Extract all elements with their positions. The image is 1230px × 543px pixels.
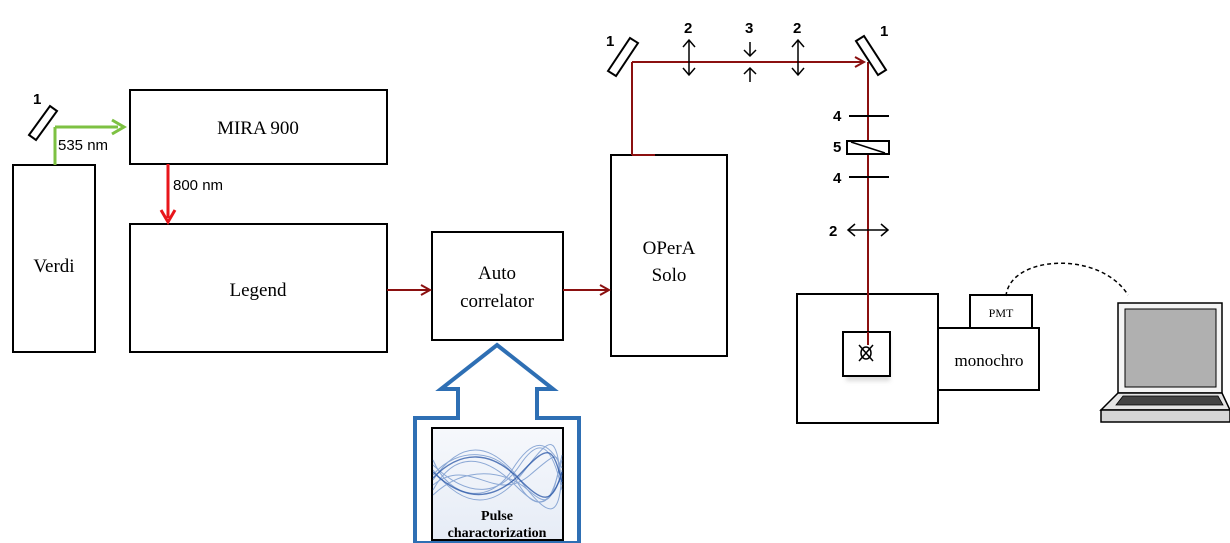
- verdi-label: Verdi: [33, 256, 74, 277]
- legend-label: Legend: [230, 280, 287, 301]
- pulse-label-line2: charactorization: [448, 526, 547, 541]
- green-beam: [53, 118, 127, 165]
- legend-box: Legend: [129, 223, 388, 353]
- pulse-label-line1: Pulse: [481, 509, 513, 524]
- pmt-to-laptop-cable: [1005, 262, 1129, 297]
- pulse-wave-image: [432, 444, 563, 510]
- sample-holder: [842, 331, 891, 381]
- monochro-label: monochro: [955, 351, 1024, 370]
- polarizer-label: 5: [833, 139, 841, 156]
- lens-left: [682, 38, 696, 77]
- lens-label-right: 2: [793, 20, 801, 37]
- opera-label-line1: OPerA: [643, 238, 696, 259]
- mirror-verdi: [27, 104, 59, 142]
- mira-label: MIRA 900: [217, 118, 299, 139]
- pmt-label: PMT: [989, 306, 1014, 320]
- mirror-top-left: [606, 36, 640, 78]
- mirror-label-top-right: 1: [880, 23, 888, 40]
- opera-box: OPerA Solo: [610, 154, 728, 357]
- mirror-top-right: [854, 34, 888, 77]
- monochromator-box: monochro: [937, 327, 1040, 391]
- mirror-label-top-left: 1: [606, 33, 614, 50]
- wavelength-800-label: 800 nm: [173, 177, 223, 194]
- autocorrelator-label-line1: Auto: [478, 263, 516, 284]
- focusing-lens-label: 2: [829, 223, 837, 240]
- sample-icon: [858, 344, 874, 362]
- iris: [743, 42, 757, 82]
- focusing-lens: [846, 223, 890, 237]
- laptop-icon: [1099, 302, 1230, 423]
- beam-autocorrelator-to-opera: [563, 284, 612, 296]
- verdi-box: Verdi: [12, 164, 96, 353]
- lens-label-left: 2: [684, 20, 692, 37]
- opera-label-line2: Solo: [652, 265, 687, 286]
- waveplate-label-lower: 4: [833, 170, 842, 187]
- beam-opera-output: [631, 56, 867, 156]
- lens-right: [791, 38, 805, 77]
- iris-label: 3: [745, 20, 753, 37]
- beam-legend-to-autocorrelator: [387, 284, 433, 296]
- waveplate-label-upper: 4: [833, 108, 842, 125]
- wavelength-535-label: 535 nm: [58, 137, 108, 154]
- pmt-box: PMT: [969, 294, 1033, 329]
- pulse-characterization-card: Pulse charactorization: [431, 427, 564, 541]
- mira-box: MIRA 900: [129, 89, 388, 165]
- pulse-wave-highlights: [432, 452, 563, 498]
- red-beam: [159, 164, 177, 225]
- mirror-label-verdi: 1: [33, 91, 41, 108]
- autocorrelator-box: Auto correlator: [431, 231, 564, 341]
- autocorrelator-label-line2: correlator: [460, 291, 535, 312]
- polarizer: [846, 140, 890, 155]
